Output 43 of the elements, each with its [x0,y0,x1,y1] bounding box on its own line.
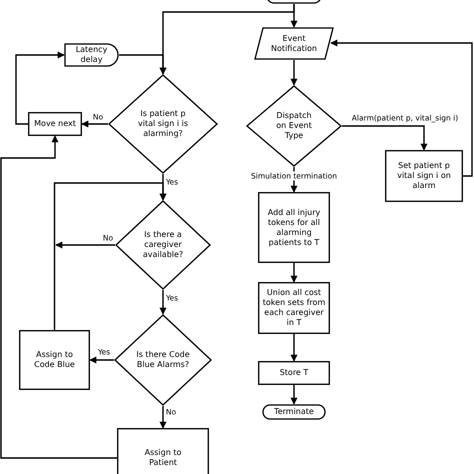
arrow [290,60,298,86]
node-text: Move next [34,119,76,129]
node-text: Latency delay [74,45,108,65]
arrow [290,334,298,362]
decision-diamond [246,85,342,167]
terminator-shape [262,404,326,420]
arrow [290,263,298,283]
process-box [19,330,90,390]
arrow [0,135,117,459]
node-text: Event Notification [270,34,318,54]
process-box [258,361,330,385]
arrow [89,356,114,364]
process-box [258,192,330,263]
node-text: Terminate [274,407,314,417]
arrow [54,182,166,330]
input-output-parallelogram [254,27,334,60]
process-box [117,428,209,474]
node-text: Assign to Code Blue [33,350,76,370]
arrow [290,385,298,405]
node-text: Union all cost token sets from each caregiver in T [262,288,326,328]
arrow [160,406,166,429]
arrow [81,120,108,128]
decision-diamond [115,200,211,290]
arrow [342,125,428,151]
arrow [55,242,115,248]
arrow [119,54,166,75]
node-text: Is there a caregiver available? [142,230,184,260]
delay-shape [64,43,119,67]
node-text: Add all injury tokens for all alarming patients to T [266,208,322,248]
node-text: Is patient p vital sign i is alarming? [137,109,189,139]
node-text: Is there Code Blue Alarms? [136,350,190,370]
arrow [15,52,65,125]
node-text: Set patient p vital sign i on alarm [396,161,452,191]
node-text: Assign to Patient [144,448,182,468]
arrow [160,290,166,315]
node-text: Store T [280,368,308,378]
decision-diamond [114,314,212,406]
decision-diamond [108,74,218,174]
arrow [330,40,473,177]
node-text: Dispatch on Event Type [275,111,313,141]
process-box [28,112,82,136]
process-box [385,150,463,202]
process-box [258,282,330,334]
